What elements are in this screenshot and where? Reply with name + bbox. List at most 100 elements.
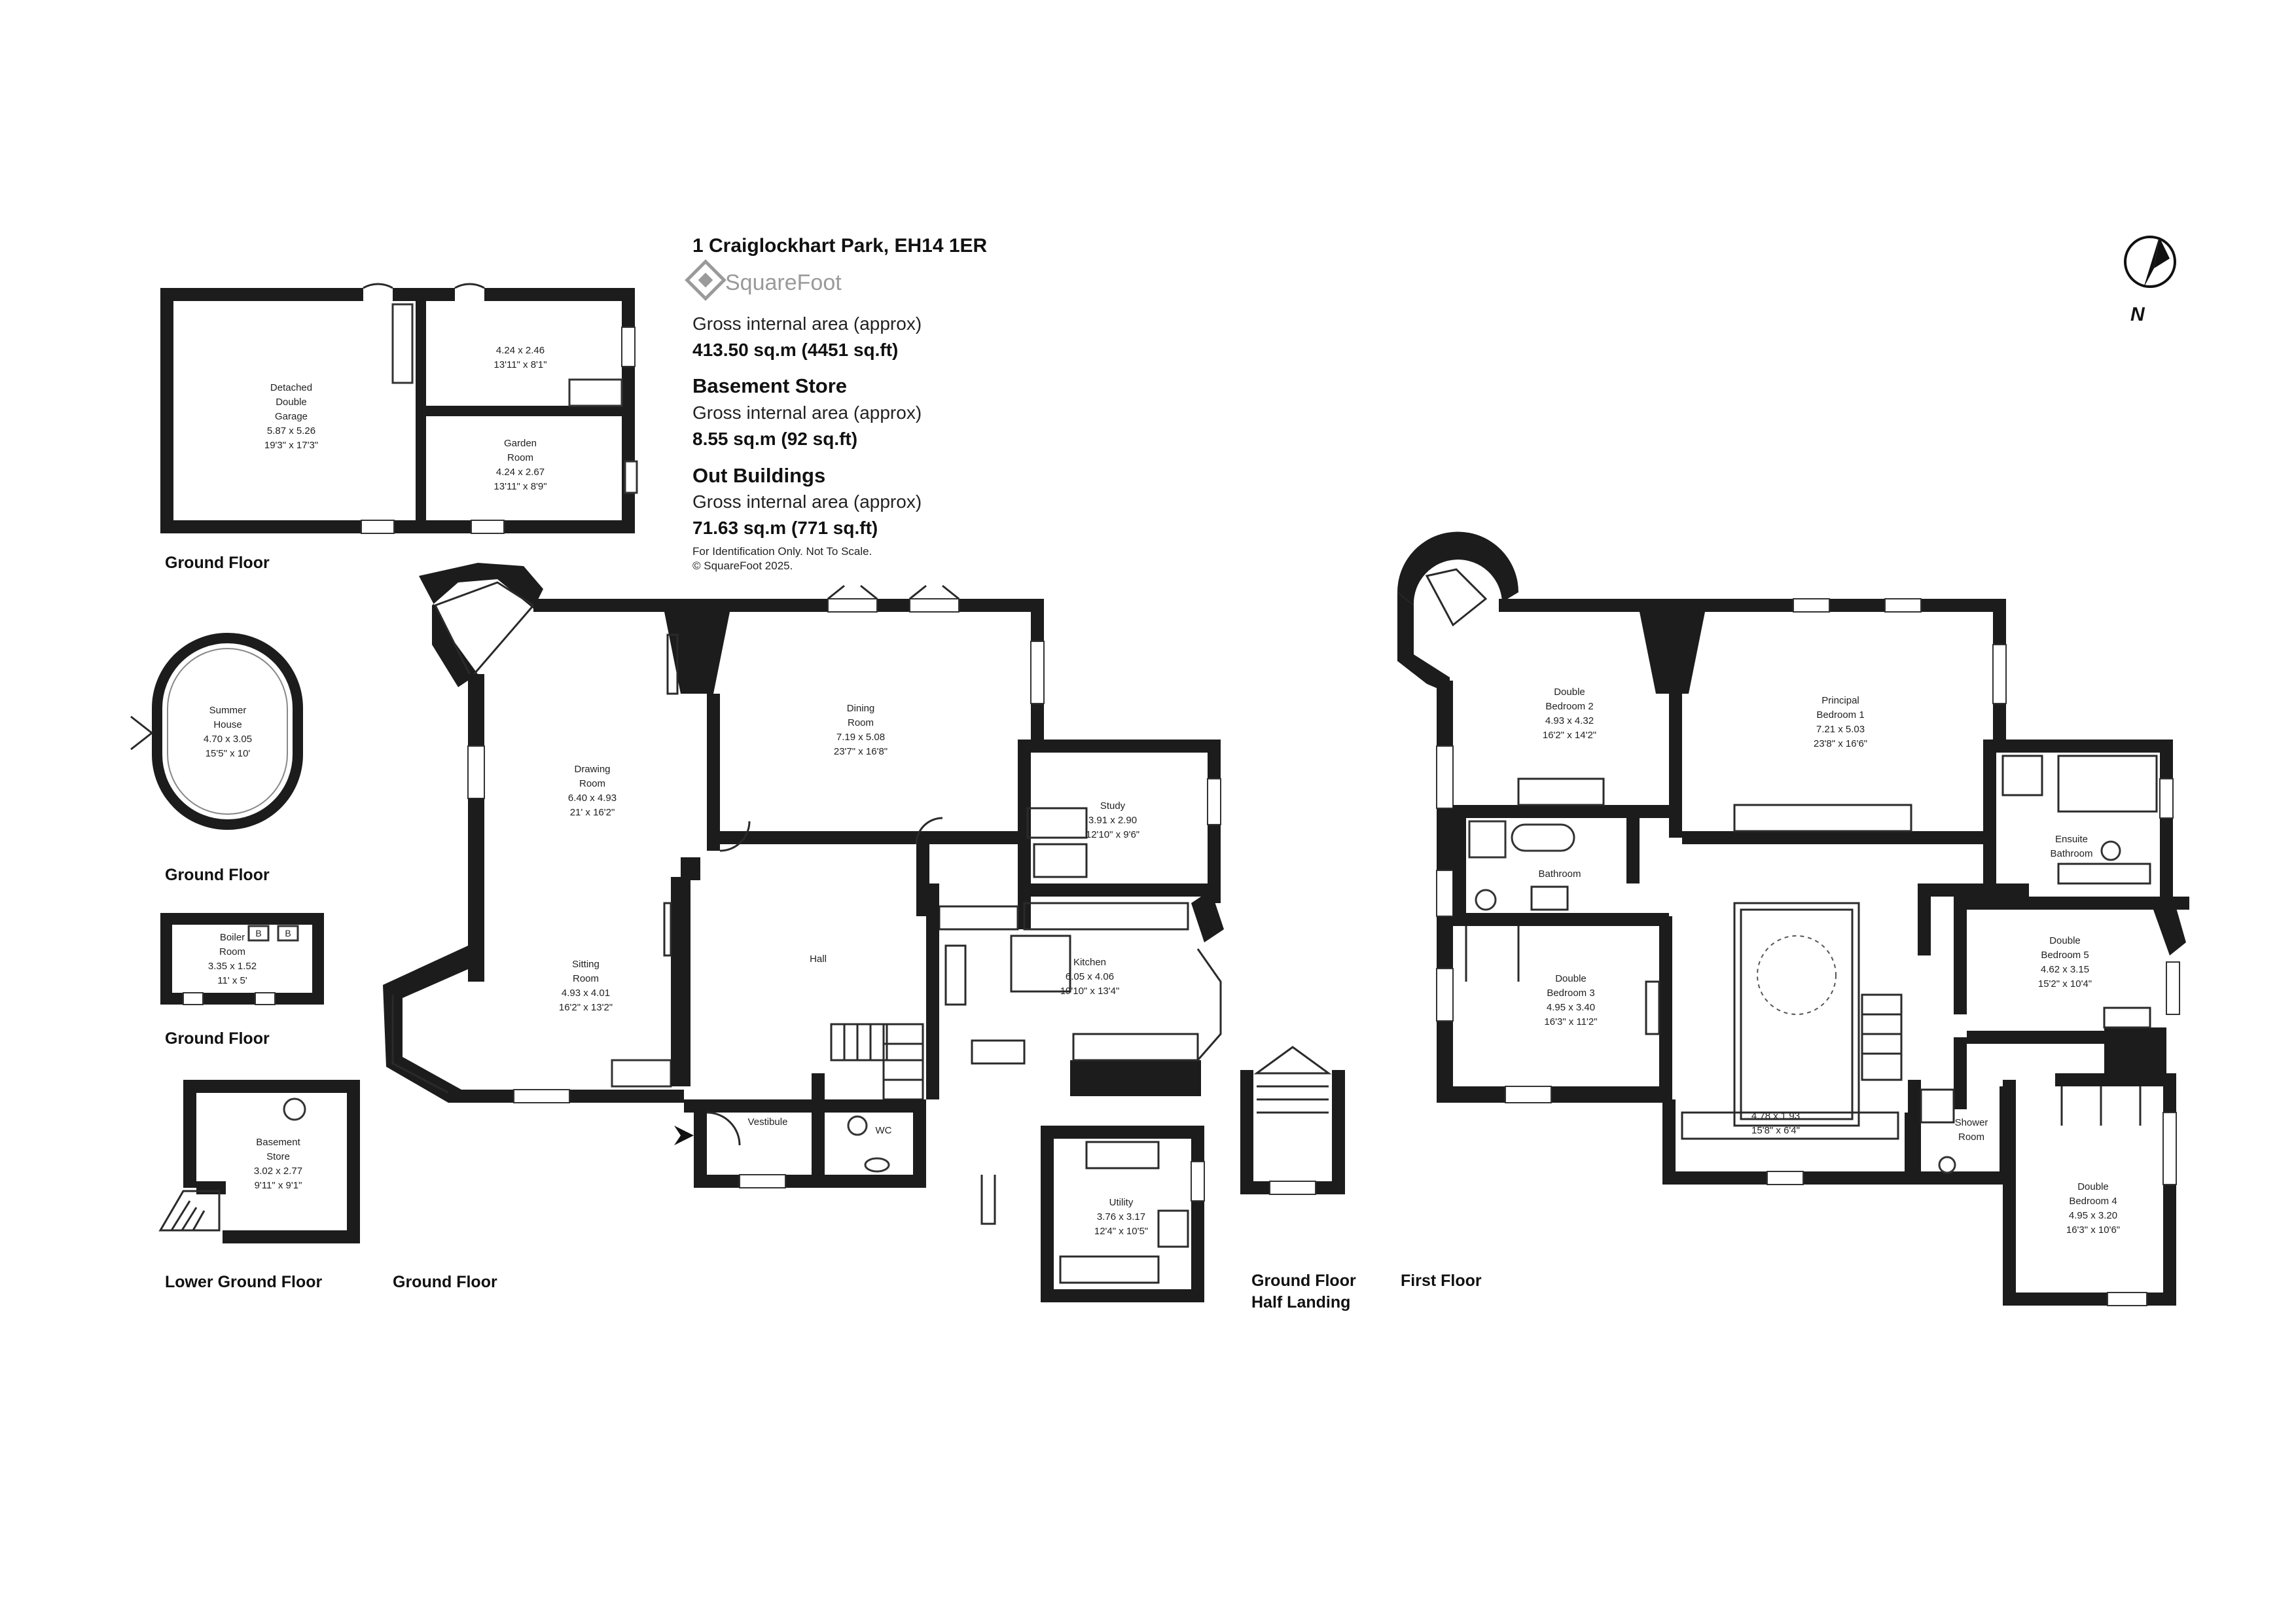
sitting-room-metric: 4.93 x 4.01 (562, 988, 610, 999)
squarefoot-logo: SquareFoot (685, 259, 842, 301)
shower-room-name-1: Shower (1955, 1117, 1988, 1128)
vestibule-name: Vestibule (748, 1116, 788, 1128)
garden-room-metric: 4.24 x 2.67 (496, 467, 545, 478)
study-imperial: 12'10" x 9'6" (1086, 829, 1139, 840)
boiler-metric: 3.35 x 1.52 (208, 961, 257, 972)
garage-metric: 5.87 x 5.26 (267, 425, 315, 437)
logo-icon (685, 259, 726, 301)
garden-room-imperial: 13'11" x 8'9" (493, 481, 547, 492)
half-landing-label-1: Ground Floor (1251, 1272, 1356, 1290)
ground-floor-plan: Drawing Room 6.40 x 4.93 21' x 16'2" Din… (383, 563, 1224, 1302)
sitting-room-imperial: 16'2" x 13'2" (559, 1002, 613, 1013)
utility-name: Utility (1109, 1197, 1134, 1208)
garage-outbuilding: Detached Double Garage 5.87 x 5.26 19'3"… (160, 283, 638, 572)
first-floor-label: First Floor (1401, 1272, 1482, 1290)
bathroom-name: Bathroom (1538, 868, 1581, 880)
basement-heading: Basement Store (692, 374, 847, 397)
bedroom5-imperial: 15'2" x 10'4" (2038, 978, 2092, 990)
boiler-b2: B (285, 928, 291, 938)
bedroom4-imperial: 16'3" x 10'6" (2066, 1224, 2120, 1236)
garden-room-name-1: Garden (504, 438, 537, 449)
drawing-room-name-1: Drawing (574, 764, 610, 775)
ensuite-name-1: Ensuite (2055, 834, 2088, 845)
bedroom3-imperial: 16'3" x 11'2" (1544, 1016, 1597, 1027)
bedroom2-name-2: Bedroom 2 (1545, 701, 1593, 712)
basement-name-1: Basement (256, 1137, 300, 1148)
garage-imperial: 19'3" x 17'3" (264, 440, 318, 451)
summer-house-name-1: Summer (209, 705, 247, 716)
dining-room-name-2: Room (848, 717, 874, 728)
garage-name-2: Double (276, 397, 307, 408)
address-title: 1 Craiglockhart Park, EH14 1ER (692, 235, 988, 257)
bedroom5-name-1: Double (2049, 935, 2081, 946)
bedroom4-name-1: Double (2077, 1181, 2109, 1192)
store-metric: 4.24 x 2.46 (496, 345, 545, 356)
basement-label: Gross internal area (approx) (692, 402, 922, 423)
boiler-imperial: 11' x 5' (217, 975, 247, 986)
kitchen-metric: 6.05 x 4.06 (1066, 971, 1114, 982)
summer-house-metric: 4.70 x 3.05 (204, 734, 252, 745)
garden-room-name-2: Room (507, 452, 533, 463)
half-landing-label-2: Half Landing (1251, 1293, 1350, 1311)
bedroom1-name-1: Principal (1821, 695, 1859, 706)
bedroom3-metric: 4.95 x 3.40 (1547, 1002, 1595, 1013)
bedroom2-name-1: Double (1554, 687, 1585, 698)
lower-ground-label: Lower Ground Floor (165, 1273, 323, 1291)
outbuildings-heading: Out Buildings (692, 464, 825, 487)
boiler-room: B B Boiler Room 3.35 x 1.52 11' x 5' Gro… (160, 913, 324, 1048)
entrance-arrow-icon (674, 1126, 694, 1145)
sitting-room-name-1: Sitting (572, 959, 600, 970)
drawing-room-metric: 6.40 x 4.93 (568, 793, 617, 804)
copyright: © SquareFoot 2025. (692, 560, 793, 572)
basement-metric: 3.02 x 2.77 (254, 1166, 302, 1177)
info-block: 1 Craiglockhart Park, EH14 1ER SquareFoo… (685, 235, 988, 572)
garage-name-3: Garage (275, 411, 308, 422)
hall-name: Hall (810, 954, 827, 965)
compass-label: N (2130, 304, 2145, 325)
shower-room-name-2: Room (1958, 1132, 1984, 1143)
bedroom5-metric: 4.62 x 3.15 (2041, 964, 2089, 975)
study-name: Study (1100, 800, 1126, 812)
bedroom4-metric: 4.95 x 3.20 (2069, 1210, 2117, 1221)
kitchen-imperial: 19'10" x 13'4" (1060, 986, 1120, 997)
utility-imperial: 12'4" x 10'5" (1094, 1226, 1148, 1237)
disclaimer: For Identification Only. Not To Scale. (692, 545, 872, 558)
bedroom5-name-2: Bedroom 5 (2041, 950, 2089, 961)
garage-floor-label: Ground Floor (165, 554, 270, 572)
half-landing-plan: Ground Floor Half Landing (1240, 1046, 1356, 1311)
gia-label: Gross internal area (approx) (692, 313, 922, 334)
basement-value: 8.55 sq.m (92 sq.ft) (692, 429, 857, 449)
outbuildings-label: Gross internal area (approx) (692, 491, 922, 512)
outbuildings-value: 71.63 sq.m (771 sq.ft) (692, 518, 878, 538)
bedroom3-name-1: Double (1555, 973, 1587, 984)
basement-store: Basement Store 3.02 x 2.77 9'11" x 9'1" … (158, 1080, 360, 1291)
bedroom4-name-2: Bedroom 4 (2069, 1196, 2117, 1207)
study-metric: 3.91 x 2.90 (1088, 815, 1137, 826)
store-imperial: 13'11" x 8'1" (493, 359, 547, 370)
landing-metric: 4.78 x 1.93 (1751, 1111, 1800, 1122)
bedroom1-imperial: 23'8" x 16'6" (1814, 738, 1867, 749)
summer-house-imperial: 15'5" x 10' (206, 748, 251, 759)
sitting-room-name-2: Room (573, 973, 599, 984)
landing-imperial: 15'8" x 6'4" (1751, 1125, 1800, 1136)
ground-floor-label: Ground Floor (393, 1273, 497, 1291)
bedroom1-name-2: Bedroom 1 (1816, 709, 1864, 721)
boiler-name-1: Boiler (220, 932, 245, 943)
bedroom2-imperial: 16'2" x 14'2" (1543, 730, 1596, 741)
boiler-name-2: Room (219, 946, 245, 957)
brand-name: SquareFoot (725, 270, 842, 295)
bedroom1-metric: 7.21 x 5.03 (1816, 724, 1865, 735)
basement-imperial: 9'11" x 9'1" (255, 1180, 302, 1191)
wc-name: WC (876, 1125, 892, 1136)
boiler-floor-label: Ground Floor (165, 1029, 270, 1048)
utility-metric: 3.76 x 3.17 (1097, 1211, 1145, 1222)
boiler-b1: B (255, 928, 261, 938)
basement-name-2: Store (266, 1151, 290, 1162)
summer-house-name-2: House (213, 719, 242, 730)
kitchen-name: Kitchen (1073, 957, 1106, 968)
drawing-room-name-2: Room (579, 778, 605, 789)
north-compass-icon: N (2124, 236, 2176, 325)
gia-value: 413.50 sq.m (4451 sq.ft) (692, 340, 898, 360)
bedroom2-metric: 4.93 x 4.32 (1545, 715, 1594, 726)
